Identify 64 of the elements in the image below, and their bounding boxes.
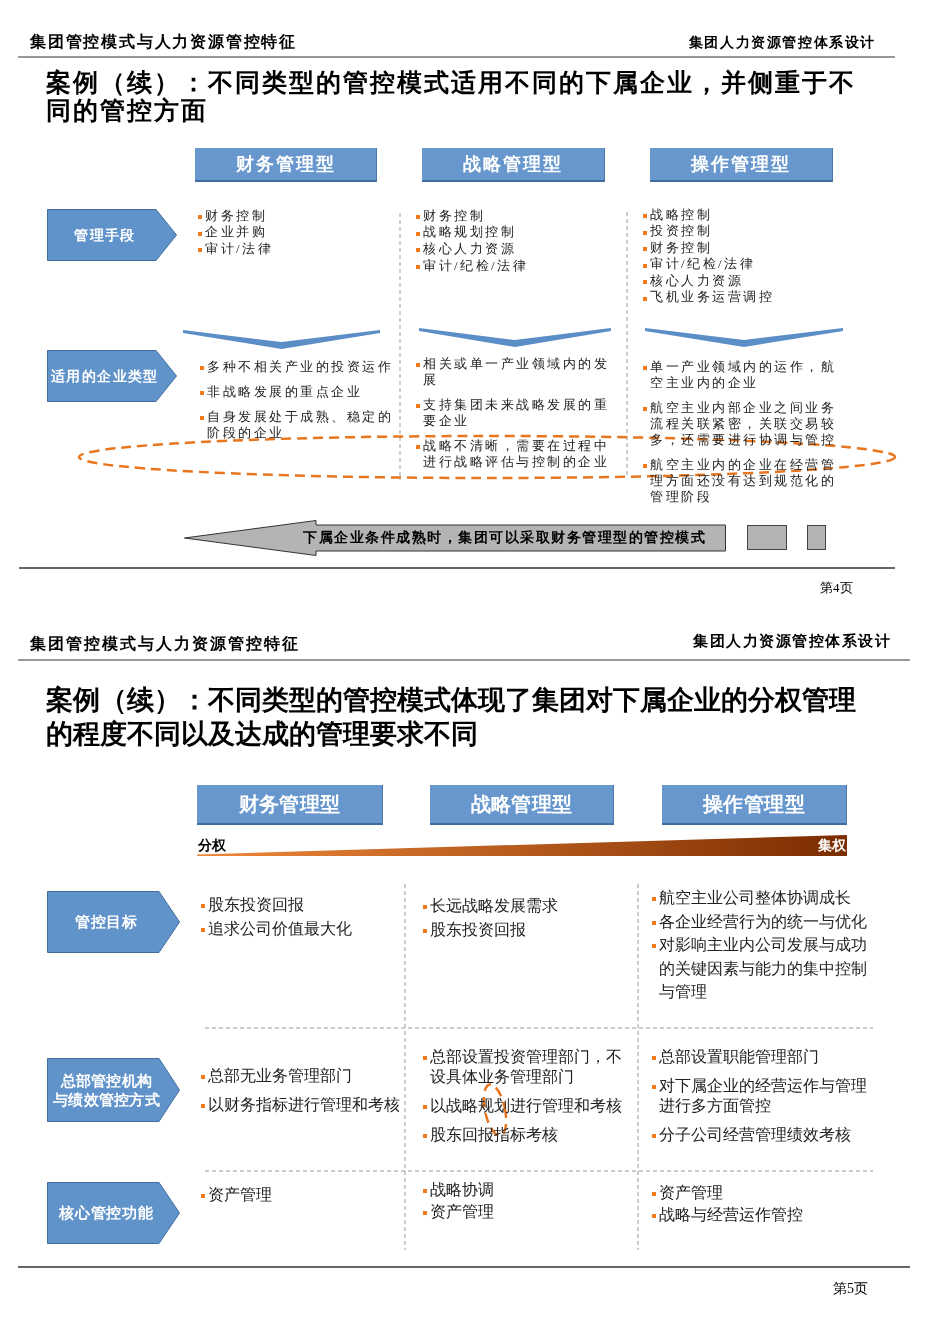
list-item: 总部无业务管理部门 [208, 1066, 353, 1086]
row-header-arrow: 管控目标 [47, 891, 180, 953]
list-item: 审计/纪检/法律 [650, 256, 757, 273]
scale-label: 集权 [818, 837, 846, 854]
row-header-arrow: 管理手段 [47, 209, 177, 261]
list-item: 非战略发展的重点企业 [207, 384, 363, 400]
list-item: 战略与经营运作管控 [659, 1205, 804, 1225]
row-header-arrow: 适用的企业类型 [47, 350, 177, 402]
column-header: 财务管理型 [195, 148, 377, 182]
page-header: 集团人力资源管控体系设计 [693, 632, 891, 651]
list-item: 审计/纪检/法律 [423, 257, 530, 275]
row-header-arrow: 核心管控功能 [47, 1182, 180, 1244]
list-item: 对下属企业的经营运作与管理进行多方面管控 [659, 1076, 868, 1116]
column-header: 操作管理型 [662, 785, 847, 825]
page-number: 第5页 [833, 1280, 868, 1298]
list-item: 资产管理 [430, 1202, 495, 1222]
left-arrow: 下属企业条件成熟时，集团可以采取财务管理型的管控模式 [184, 520, 726, 556]
column-header: 战略管理型 [430, 785, 614, 825]
list-item: 战略规划控制 [423, 224, 517, 242]
list-item: 企业并购 [205, 224, 268, 242]
list-item: 战略控制 [650, 206, 713, 224]
list-item: 对影响主业内公司发展与成功的关键因素与能力的集中控制与管理 [659, 935, 868, 1003]
list-item: 自身发展处于成熟、稳定的阶段的企业 [207, 409, 394, 441]
page-header: 集团管控模式与人力资源管控特征 [30, 634, 300, 654]
list-item: 资产管理 [659, 1183, 724, 1203]
column-header: 战略管理型 [422, 148, 605, 182]
small-box [807, 525, 826, 550]
column-header: 操作管理型 [650, 148, 833, 182]
list-item: 资产管理 [208, 1185, 273, 1205]
list-item: 各企业经营行为的统一与优化 [659, 911, 868, 932]
list-item: 审计/法律 [205, 241, 275, 258]
list-item: 分子公司经营管理绩效考核 [659, 1125, 852, 1145]
list-item: 核心人力资源 [423, 241, 517, 258]
page-number: 第4页 [820, 580, 853, 596]
list-item: 战略协调 [430, 1180, 495, 1200]
list-item: 追求公司价值最大化 [208, 918, 353, 939]
list-item: 核心人力资源 [650, 272, 744, 290]
list-item: 总部设置职能管理部门 [659, 1047, 820, 1067]
list-item: 飞机业务运营调控 [650, 289, 775, 306]
list-item: 股东回报指标考核 [430, 1125, 559, 1145]
list-item: 支持集团未来战略发展的重要企业 [423, 397, 610, 429]
list-item: 相关或单一产业领域内的发展 [423, 356, 610, 388]
small-box [747, 525, 787, 550]
list-item: 航空主业公司整体协调成长 [659, 888, 852, 909]
list-item: 以财务指标进行管理和考核 [208, 1095, 401, 1115]
list-item: 多种不相关产业的投资运作 [207, 359, 394, 375]
page-title: 案例（续）：不同类型的管控模式体现了集团对下属企业的分权管理的程度不同以及达成的管理要求不同 [46, 684, 857, 751]
column-header: 财务管理型 [197, 785, 383, 825]
list-item: 财务控制 [650, 239, 713, 257]
wedge-bar [197, 835, 847, 856]
page-header: 集团管控模式与人力资源管控特征 [30, 32, 297, 52]
list-item: 单一产业领域内的运作，航空主业内的企业 [650, 359, 837, 391]
page-title: 案例（续）：不同类型的管控模式适用不同的下属企业，并侧重于不同的管控方面 [46, 68, 857, 124]
list-item: 财务控制 [205, 207, 268, 225]
list-item: 总部设置投资管理部门，不设具体业务管理部门 [430, 1047, 623, 1087]
page-header: 集团人力资源管控体系设计 [688, 34, 876, 52]
list-item: 股东投资回报 [208, 895, 305, 916]
row-header-arrow: 总部管控机构与绩效管控方式 [47, 1058, 180, 1122]
list-item: 战略不清晰，需要在过程中进行战略评估与控制的企业 [423, 438, 610, 470]
list-item: 长远战略发展需求 [430, 896, 559, 917]
list-item: 股东投资回报 [430, 919, 527, 940]
list-item: 投资控制 [650, 223, 713, 240]
list-item: 财务控制 [423, 207, 486, 225]
scale-label: 分权 [198, 837, 226, 854]
